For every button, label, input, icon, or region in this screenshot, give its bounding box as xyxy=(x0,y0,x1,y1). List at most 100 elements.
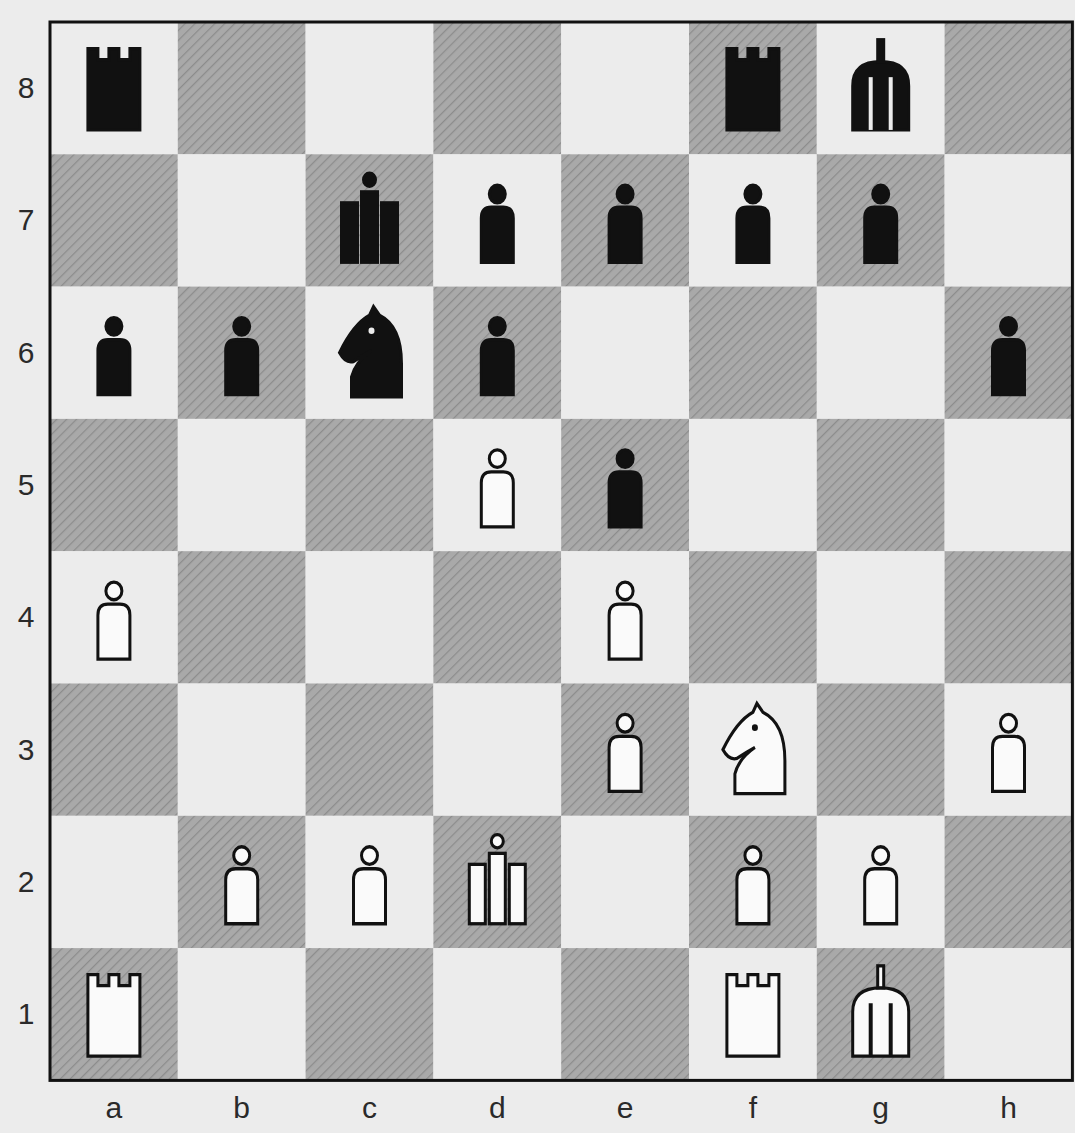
pawn-piece xyxy=(609,185,641,262)
board-square xyxy=(306,816,434,948)
pawn-piece xyxy=(226,318,258,395)
pawn-piece xyxy=(993,318,1025,395)
board-square xyxy=(561,22,689,154)
rank-number: 2 xyxy=(18,865,35,899)
board-square xyxy=(50,948,178,1080)
board-square xyxy=(178,419,306,551)
file-letter: h xyxy=(1000,1091,1017,1125)
board-square xyxy=(945,684,1073,816)
board-square xyxy=(945,154,1073,286)
board-square xyxy=(50,22,178,154)
rank-number: 4 xyxy=(18,600,35,634)
board-square xyxy=(433,948,561,1080)
pawn-piece xyxy=(98,582,130,659)
file-letter: d xyxy=(489,1091,506,1125)
board-square xyxy=(306,22,434,154)
pawn-piece xyxy=(481,185,513,262)
board-square xyxy=(50,419,178,551)
board-square xyxy=(178,551,306,683)
rook-piece xyxy=(88,975,140,1056)
board-square xyxy=(945,816,1073,948)
queen-piece xyxy=(469,835,525,924)
board-square xyxy=(306,419,434,551)
knight-piece xyxy=(723,703,785,793)
rook-piece xyxy=(727,49,779,130)
board-square xyxy=(689,816,817,948)
board-square xyxy=(50,816,178,948)
board-square xyxy=(433,551,561,683)
file-letter: g xyxy=(872,1091,889,1125)
board-square xyxy=(50,684,178,816)
board-square xyxy=(817,287,945,419)
rank-number: 1 xyxy=(18,997,35,1031)
board-square xyxy=(945,551,1073,683)
board-square xyxy=(561,551,689,683)
rank-number: 5 xyxy=(18,468,35,502)
file-letter: e xyxy=(617,1091,634,1125)
board-square xyxy=(561,154,689,286)
rank-number: 7 xyxy=(18,203,35,237)
board-square xyxy=(50,154,178,286)
pawn-piece xyxy=(737,847,769,924)
board-square xyxy=(689,948,817,1080)
board-square xyxy=(945,287,1073,419)
pawn-piece xyxy=(226,847,258,924)
board-square xyxy=(433,816,561,948)
board-square xyxy=(945,419,1073,551)
board-square xyxy=(433,22,561,154)
rook-piece xyxy=(88,49,140,130)
board-square xyxy=(689,22,817,154)
board-square xyxy=(178,816,306,948)
board-square xyxy=(561,287,689,419)
board-square xyxy=(689,154,817,286)
board-square xyxy=(433,684,561,816)
board-square xyxy=(817,816,945,948)
board-square xyxy=(689,419,817,551)
board-square xyxy=(817,684,945,816)
knight-piece xyxy=(340,307,402,397)
board-square xyxy=(306,287,434,419)
board-square xyxy=(50,551,178,683)
board-square xyxy=(817,551,945,683)
board-square xyxy=(561,684,689,816)
board-square xyxy=(178,948,306,1080)
king-piece xyxy=(853,966,909,1056)
board-square xyxy=(433,419,561,551)
pawn-piece xyxy=(609,582,641,659)
rank-number: 3 xyxy=(18,733,35,767)
board-square xyxy=(433,287,561,419)
board-square xyxy=(817,419,945,551)
pawn-piece xyxy=(354,847,386,924)
king-piece xyxy=(853,40,909,130)
board-square xyxy=(50,287,178,419)
board-square xyxy=(817,948,945,1080)
file-letter: f xyxy=(749,1091,757,1125)
board-square xyxy=(689,684,817,816)
board-square xyxy=(178,154,306,286)
board-square xyxy=(561,419,689,551)
rank-number: 8 xyxy=(18,71,35,105)
pawn-piece xyxy=(481,318,513,395)
rank-number: 6 xyxy=(18,336,35,370)
board-square xyxy=(178,287,306,419)
pawn-piece xyxy=(865,847,897,924)
pawn-piece xyxy=(865,185,897,262)
board-square xyxy=(561,948,689,1080)
board-square xyxy=(306,551,434,683)
pawn-piece xyxy=(481,450,513,527)
file-letter: c xyxy=(362,1091,377,1125)
board-square xyxy=(178,684,306,816)
board-square xyxy=(817,154,945,286)
board-square xyxy=(817,22,945,154)
board-square xyxy=(689,287,817,419)
queen-piece xyxy=(342,173,398,262)
board-square xyxy=(689,551,817,683)
board-square xyxy=(433,154,561,286)
file-letter: b xyxy=(233,1091,250,1125)
pawn-piece xyxy=(737,185,769,262)
board-square xyxy=(561,816,689,948)
board-square xyxy=(178,22,306,154)
board-square xyxy=(945,948,1073,1080)
